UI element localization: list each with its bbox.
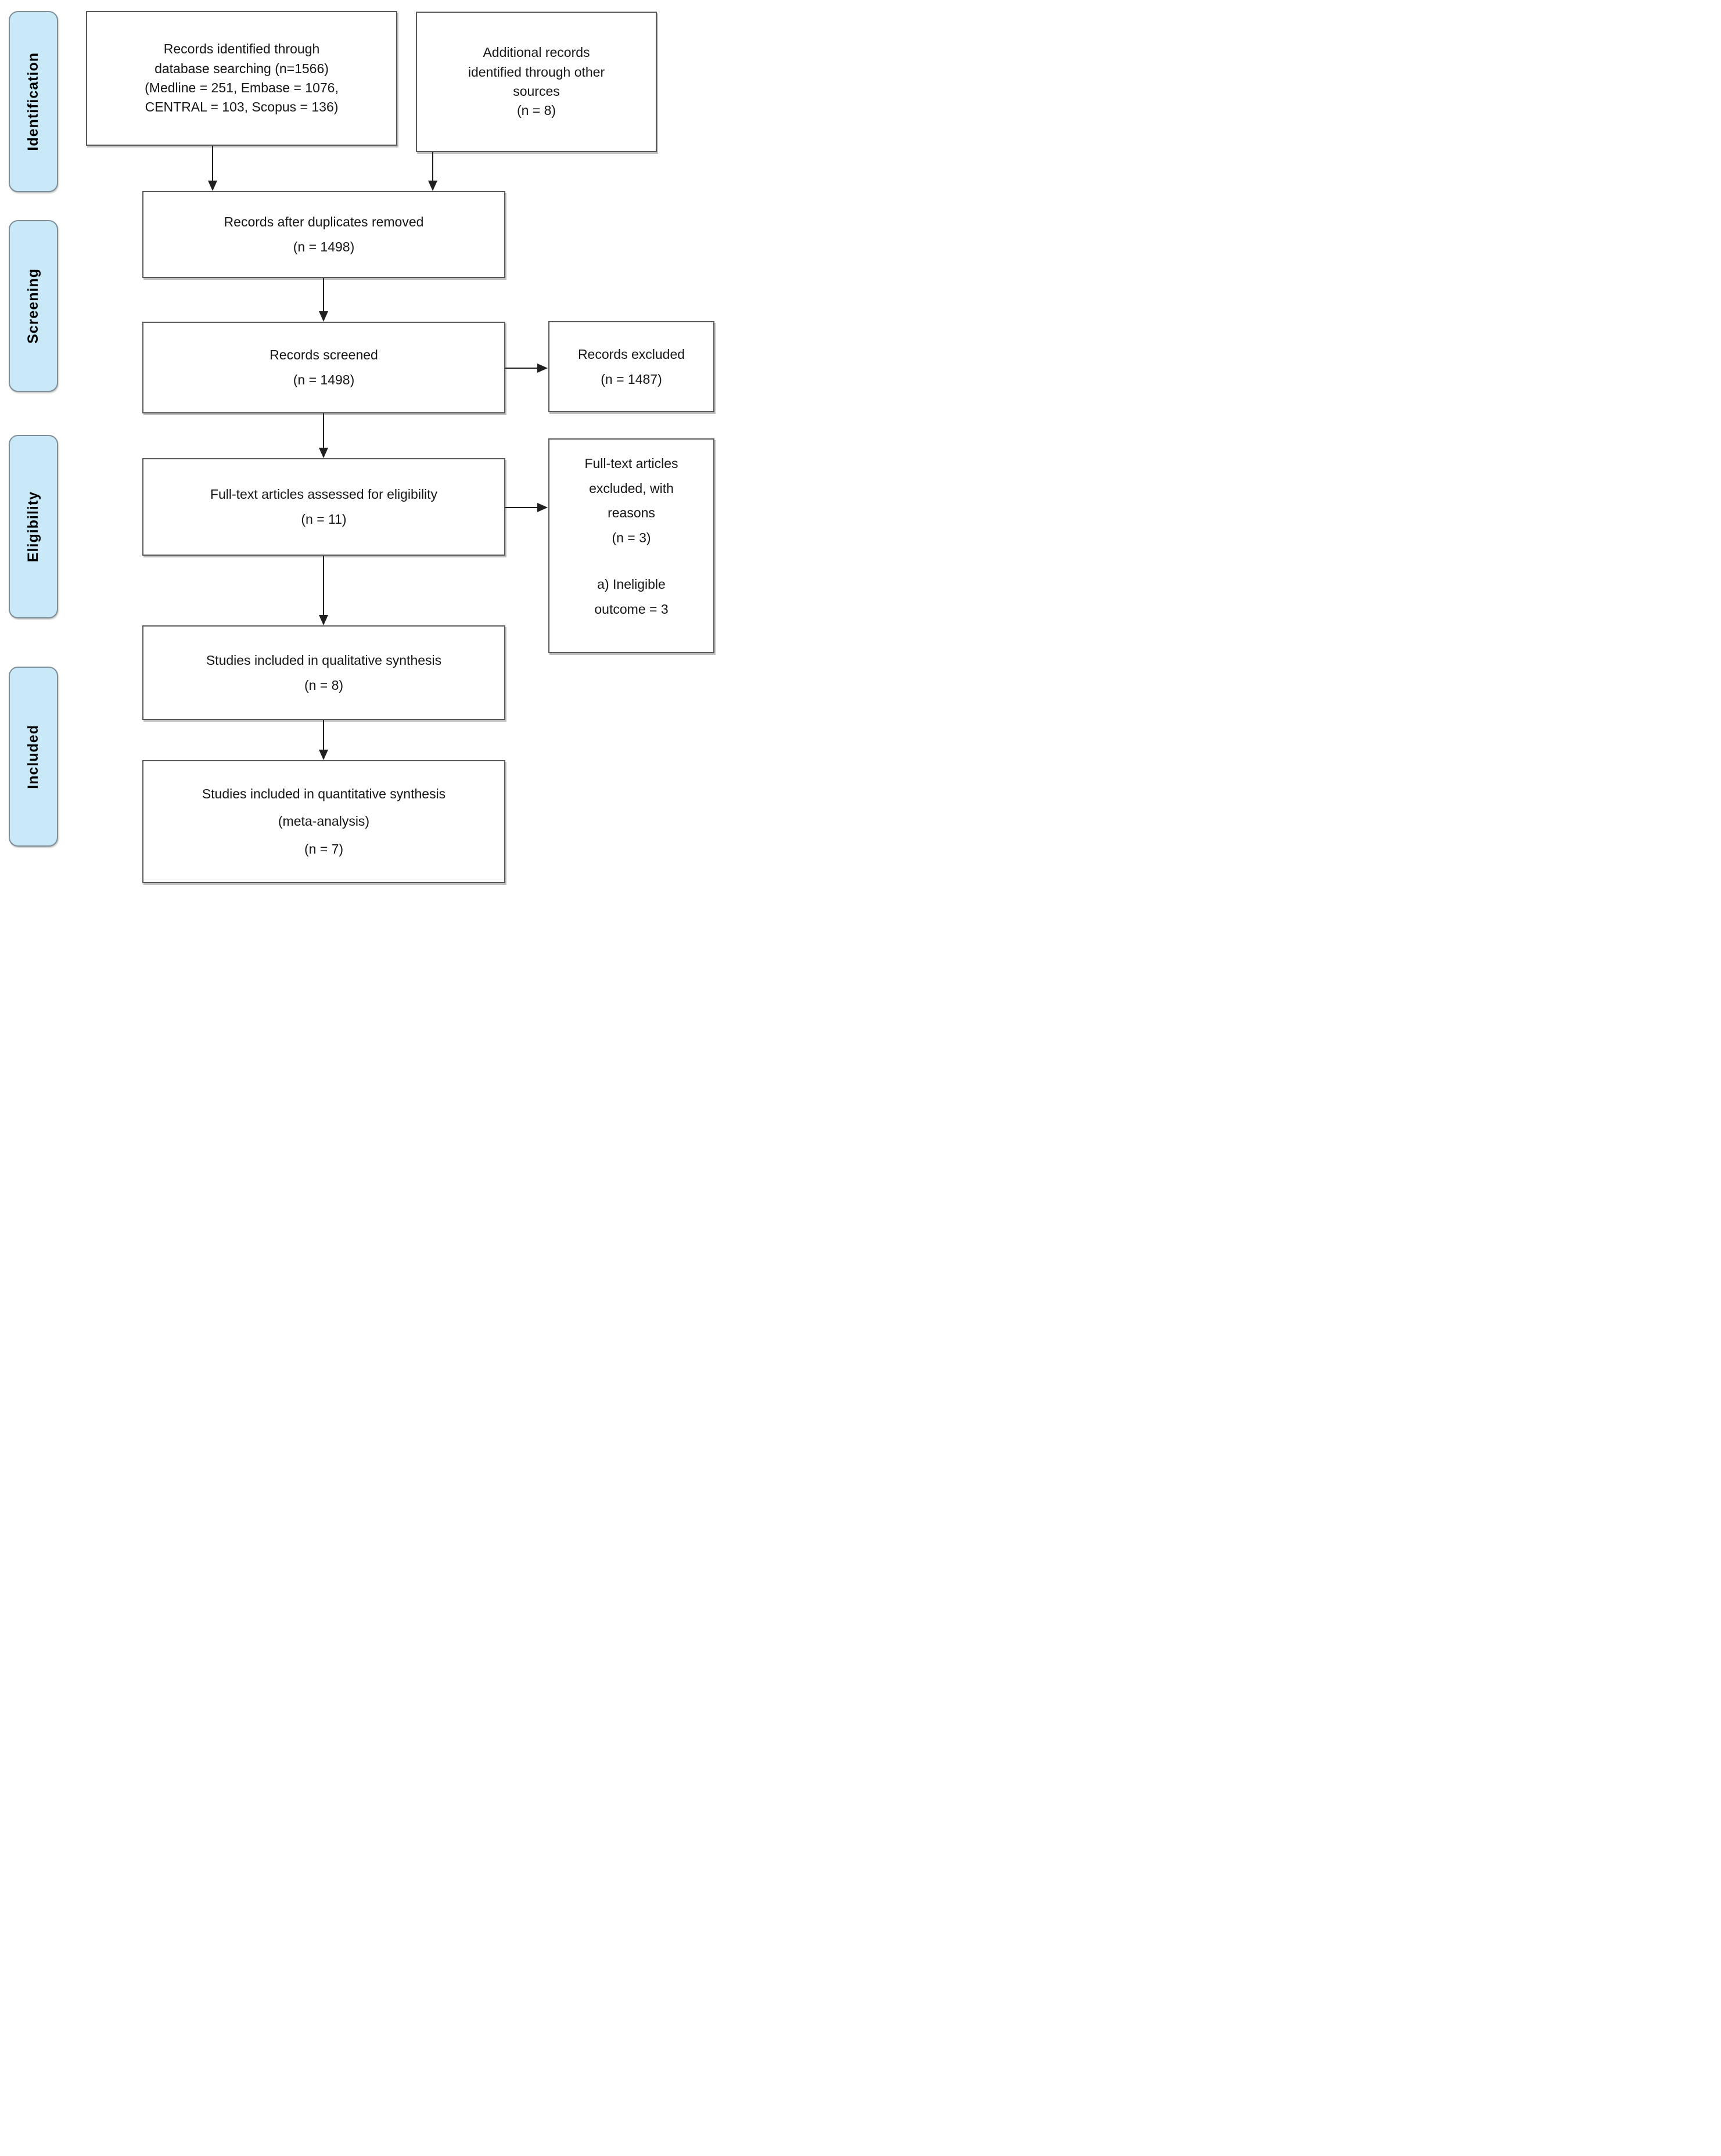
box-line: Records excluded: [577, 346, 685, 362]
box-line: Full-text articles assessed for eligibil…: [210, 487, 438, 502]
box-line: Additional records: [483, 45, 590, 60]
stage-label-identification: Identification: [25, 52, 41, 151]
box-line: reasons: [608, 505, 655, 521]
box-additional-records: Additional records identified through ot…: [416, 12, 657, 152]
arrowhead-duplicates-to-screened: [319, 311, 328, 322]
box-line: (meta-analysis): [278, 814, 370, 829]
box-line: Studies included in quantitative synthes…: [202, 786, 446, 802]
stage-tab-screening: Screening: [9, 220, 58, 392]
box-line: outcome = 3: [594, 601, 669, 617]
box-qualitative-synthesis: Studies included in qualitative synthesi…: [142, 625, 505, 720]
exclusion-reasons: a) Ineligible outcome = 3: [594, 572, 668, 621]
box-line: (n = 3): [612, 530, 651, 545]
box-line: Records identified through: [163, 41, 320, 57]
arrowhead-screened-to-fulltext: [319, 448, 328, 458]
arrowhead-fulltext-to-qualitative: [319, 615, 328, 625]
box-line: excluded, with: [589, 480, 674, 496]
box-line: (Medline = 251, Embase = 1076,: [145, 80, 339, 95]
box-line: identified through other: [468, 64, 605, 80]
box-records-screened: Records screened (n = 1498): [142, 322, 505, 413]
box-line: (n = 7): [304, 841, 344, 856]
arrowhead-identified-to-duplicates: [208, 181, 217, 191]
arrowhead-fulltext-to-excluded: [537, 503, 548, 512]
box-line: sources: [513, 84, 560, 99]
stage-tab-eligibility: Eligibility: [9, 435, 58, 618]
box-line: (n = 8): [516, 103, 556, 118]
stage-tab-included: Included: [9, 667, 58, 847]
stage-label-eligibility: Eligibility: [25, 491, 41, 563]
stage-label-included: Included: [25, 724, 41, 789]
box-line: (n = 11): [301, 512, 347, 527]
box-line: (n = 8): [304, 677, 344, 693]
prisma-flow-diagram: Identification Screening Eligibility Inc…: [0, 0, 716, 897]
box-records-excluded: Records excluded (n = 1487): [548, 321, 714, 412]
arrowhead-additional-to-duplicates: [428, 181, 437, 191]
arrowhead-qualitative-to-quantitative: [319, 750, 328, 760]
box-line: (n = 1498): [293, 239, 355, 254]
box-line: Records screened: [270, 347, 378, 363]
box-line: CENTRAL = 103, Scopus = 136): [145, 99, 339, 115]
stage-label-screening: Screening: [25, 268, 41, 344]
box-line: Studies included in qualitative synthesi…: [206, 652, 442, 668]
box-fulltext-excluded: Full-text articles excluded, with reason…: [548, 438, 714, 653]
box-line: (n = 1487): [601, 371, 662, 387]
box-line: database searching (n=1566): [155, 60, 329, 76]
stage-tab-identification: Identification: [9, 11, 58, 192]
box-line: Full-text articles: [584, 456, 678, 471]
box-records-identified: Records identified through database sear…: [86, 11, 397, 146]
box-line: a) Ineligible: [597, 577, 666, 592]
box-duplicates-removed: Records after duplicates removed (n = 14…: [142, 191, 505, 278]
box-quantitative-synthesis: Studies included in quantitative synthes…: [142, 760, 505, 883]
box-line: (n = 1498): [293, 372, 355, 387]
arrowhead-screened-to-excluded: [537, 363, 548, 373]
box-line: Records after duplicates removed: [224, 214, 424, 230]
box-fulltext-assessed: Full-text articles assessed for eligibil…: [142, 458, 505, 556]
